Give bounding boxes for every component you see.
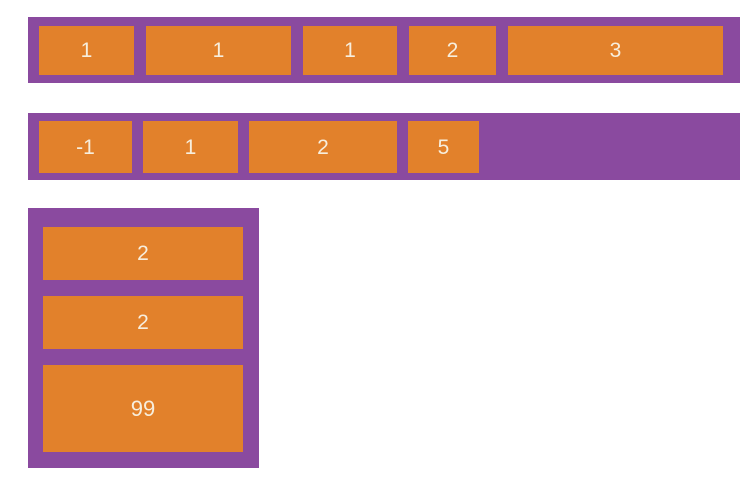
flex-container-row-2: -1 1 2 5 xyxy=(28,113,740,180)
flex-item: -1 xyxy=(39,121,132,173)
flex-item: 99 xyxy=(43,365,243,452)
flex-item: 2 xyxy=(43,227,243,280)
flex-container-row-1: 1 1 1 2 3 xyxy=(28,17,740,83)
flex-item: 2 xyxy=(409,26,496,75)
flex-item: 1 xyxy=(303,26,397,75)
flex-item: 2 xyxy=(249,121,397,173)
flex-item: 1 xyxy=(146,26,291,75)
flex-item: 1 xyxy=(39,26,134,75)
flex-item: 3 xyxy=(508,26,723,75)
flex-container-column-1: 2 2 99 xyxy=(28,208,259,468)
flex-item: 1 xyxy=(143,121,238,173)
flex-item: 2 xyxy=(43,296,243,349)
flex-item: 5 xyxy=(408,121,479,173)
